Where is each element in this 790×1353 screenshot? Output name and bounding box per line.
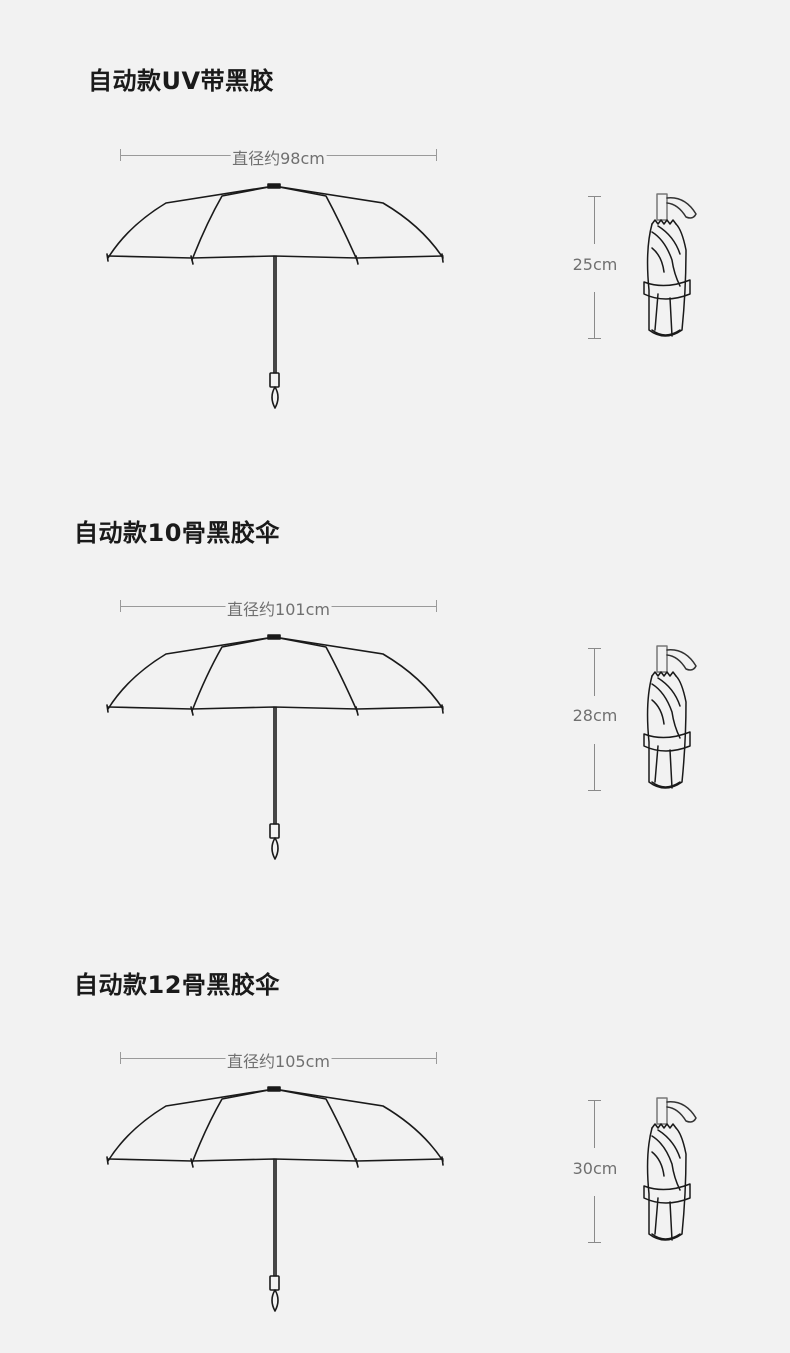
umbrella-section-1: 自动款UV带黑胶 直径约98cm xyxy=(0,0,790,451)
diameter-label: 直径约101cm xyxy=(225,596,332,620)
length-cap-bottom xyxy=(588,790,601,791)
section-title: 自动款10骨黑胶伞 xyxy=(74,519,280,547)
umbrella-section-3: 自动款12骨黑胶伞 直径约105cm xyxy=(0,902,790,1353)
length-line-top xyxy=(594,648,595,696)
open-umbrella-icon xyxy=(100,1081,450,1321)
diameter-tick-left xyxy=(120,1052,121,1064)
length-measure: 28cm xyxy=(565,648,625,791)
section-title: 自动款12骨黑胶伞 xyxy=(74,971,280,999)
length-measure: 25cm xyxy=(565,196,625,339)
open-umbrella-icon xyxy=(100,629,450,869)
length-line-bottom xyxy=(594,744,595,790)
length-line-bottom xyxy=(594,1196,595,1242)
diameter-measure: 直径约101cm xyxy=(120,596,437,620)
length-line-bottom xyxy=(594,292,595,338)
diameter-tick-right xyxy=(436,600,437,612)
length-label: 28cm xyxy=(572,706,618,725)
diameter-tick-right xyxy=(436,1052,437,1064)
diameter-measure: 直径约98cm xyxy=(120,145,437,169)
length-line-top xyxy=(594,1100,595,1148)
folded-umbrella-icon xyxy=(630,1094,705,1254)
folded-umbrella-icon xyxy=(630,190,705,350)
open-umbrella-icon xyxy=(100,178,450,418)
diameter-label: 直径约98cm xyxy=(230,145,327,169)
length-label: 25cm xyxy=(572,255,618,274)
length-line-top xyxy=(594,196,595,244)
diameter-tick-left xyxy=(120,149,121,161)
length-measure: 30cm xyxy=(565,1100,625,1243)
folded-umbrella-icon xyxy=(630,642,705,802)
diameter-tick-left xyxy=(120,600,121,612)
length-cap-bottom xyxy=(588,338,601,339)
diameter-tick-right xyxy=(436,149,437,161)
section-title: 自动款UV带黑胶 xyxy=(88,67,275,95)
length-cap-bottom xyxy=(588,1242,601,1243)
diameter-measure: 直径约105cm xyxy=(120,1048,437,1072)
umbrella-section-2: 自动款10骨黑胶伞 直径约101cm xyxy=(0,451,790,902)
diameter-label: 直径约105cm xyxy=(225,1048,332,1072)
length-label: 30cm xyxy=(572,1159,618,1178)
